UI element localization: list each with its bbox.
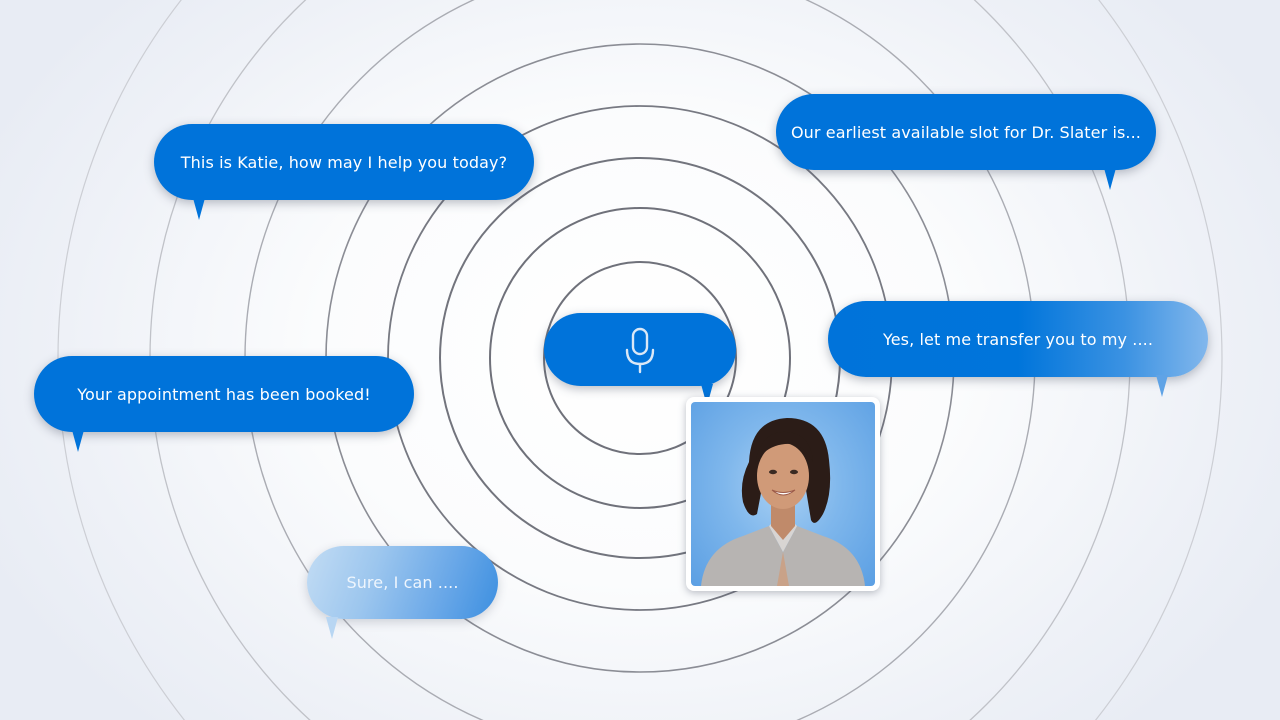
bubble-tail	[193, 198, 205, 220]
chat-bubble-available-slot: Our earliest available slot for Dr. Slat…	[776, 94, 1156, 190]
chat-bubble-transfer: Yes, let me transfer you to my ....	[828, 301, 1208, 397]
agent-portrait	[691, 402, 875, 586]
bubble-text: This is Katie, how may I help you today?	[180, 152, 508, 172]
bubble-tail	[72, 430, 84, 452]
chat-bubble-greeting: This is Katie, how may I help you today?	[154, 124, 534, 220]
bubble-text: Yes, let me transfer you to my ....	[882, 329, 1154, 349]
chat-bubble-sure: Sure, I can ....	[307, 546, 498, 639]
bubble-tail	[1104, 168, 1116, 190]
bubble-text: Our earliest available slot for Dr. Slat…	[790, 122, 1141, 142]
voice-mic-button[interactable]	[544, 313, 736, 406]
microphone-icon	[624, 326, 656, 374]
bubble-text: Sure, I can ....	[346, 573, 459, 592]
chat-bubble-appointment-booked: Your appointment has been booked!	[34, 356, 414, 452]
bubble-tail	[1156, 375, 1168, 397]
bubble-tail	[326, 617, 338, 639]
bubble-text: Your appointment has been booked!	[77, 384, 371, 404]
agent-avatar	[686, 397, 880, 591]
